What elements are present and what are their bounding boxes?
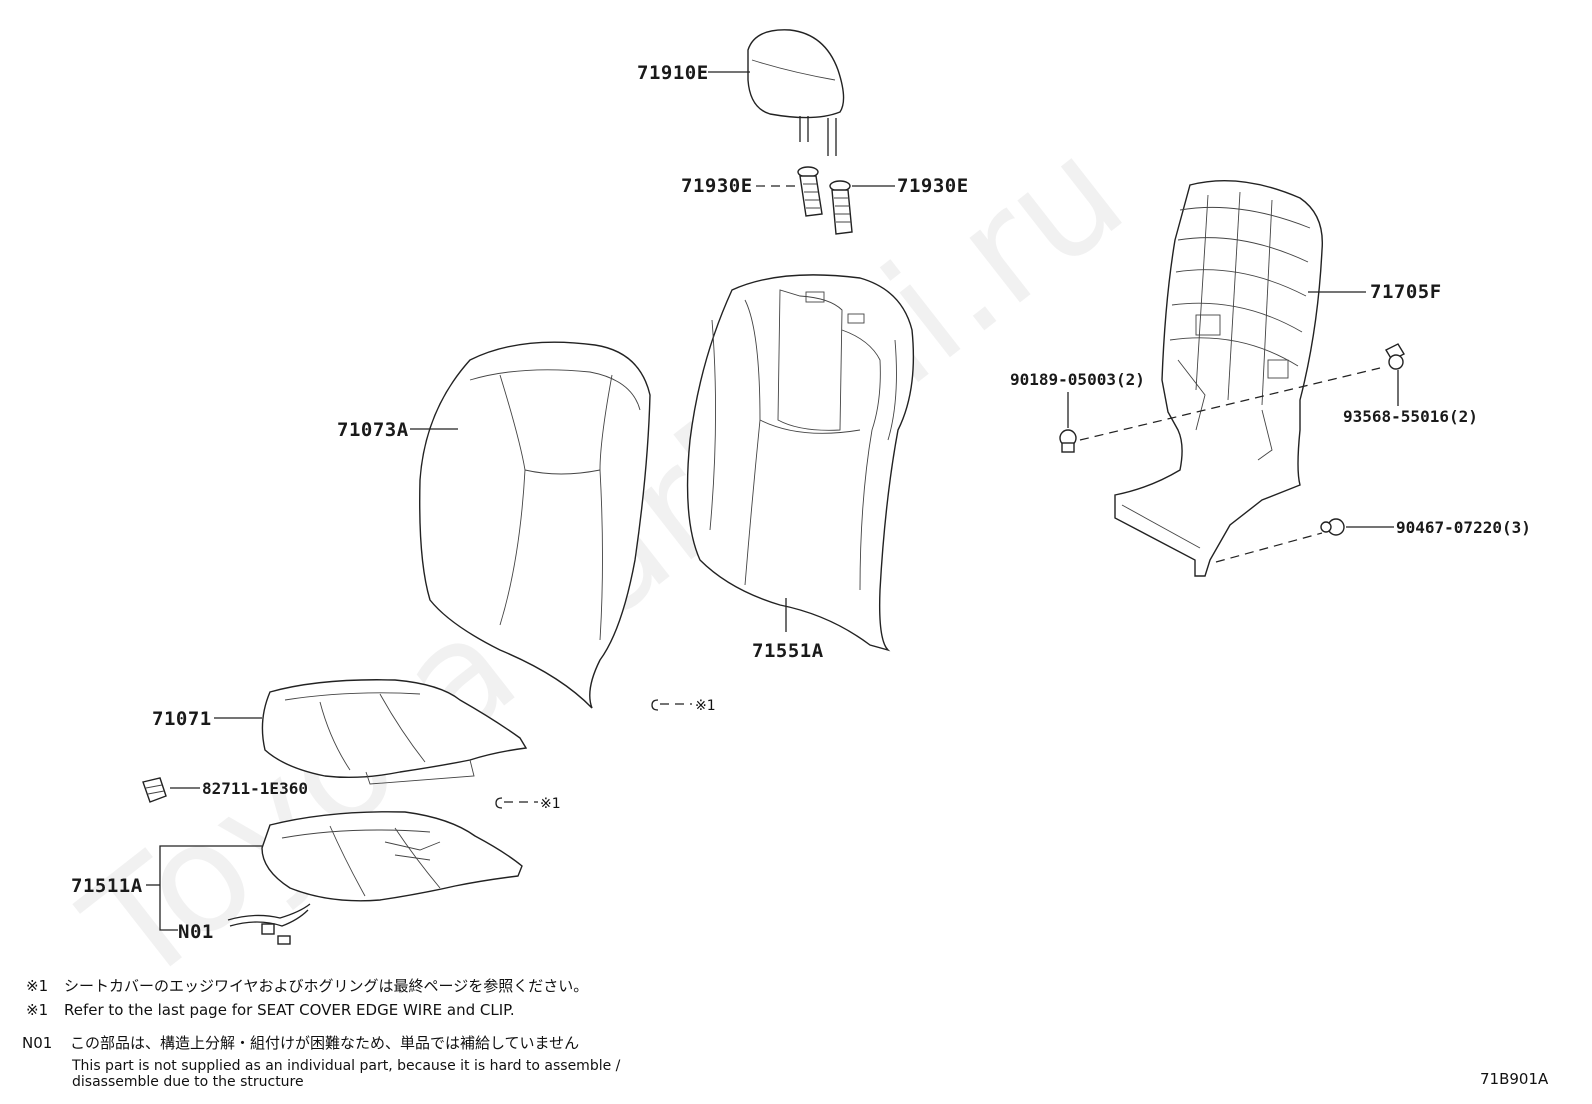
screw-drawing[interactable] [1385, 343, 1405, 370]
note1-jp-mark: ※1 [26, 977, 48, 995]
wire-harness-drawing[interactable] [227, 903, 311, 945]
part-label-cushion-pad[interactable]: 71511A [71, 875, 143, 897]
n01-note-en-line1: This part is not supplied as an individu… [71, 1058, 621, 1074]
part-label-guide-right[interactable]: 71930E [897, 175, 969, 197]
diagram-code: 71B901A [1480, 1070, 1549, 1088]
cushion-pad-drawing[interactable] [261, 811, 523, 902]
part-label-screw[interactable]: 93568-55016(2) [1343, 407, 1478, 426]
clip-lower-drawing[interactable] [1320, 518, 1345, 536]
dashed-clip-upper [1079, 367, 1381, 441]
seatback-board-drawing[interactable] [1114, 180, 1324, 577]
note1-jp-text: シートカバーのエッジワイヤおよびホグリングは最終ページを参照ください。 [64, 977, 588, 995]
bracket-cushion-pad [159, 845, 262, 931]
clip-upper-drawing[interactable] [1059, 429, 1077, 453]
part-label-back-board[interactable]: 71705F [1370, 281, 1442, 303]
part-label-back-pad[interactable]: 71551A [752, 640, 824, 662]
part-label-clip-upper[interactable]: 90189-05003(2) [1010, 370, 1145, 389]
seatback-cover-drawing[interactable] [419, 341, 651, 709]
headrest-drawing[interactable] [747, 29, 845, 156]
part-label-cushion-cover[interactable]: 71071 [152, 708, 212, 730]
headrest-guide-right-drawing[interactable] [829, 180, 853, 235]
hog-ring-upper-icon [651, 699, 659, 711]
n01-note-en-line2: disassemble due to the structure [72, 1074, 304, 1090]
n01-label[interactable]: N01 [178, 921, 214, 943]
cushion-cover-drawing[interactable] [261, 679, 528, 785]
part-label-back-cover[interactable]: 71073A [337, 419, 409, 441]
note1-en-mark: ※1 [26, 1001, 48, 1019]
n01-note-mark: N01 [22, 1034, 52, 1052]
hog-ring-lower-callout: ※1 [540, 796, 561, 812]
seatback-pad-drawing[interactable] [686, 274, 915, 652]
hog-ring-lower-icon [495, 797, 503, 809]
dashed-clip-lower [1215, 532, 1323, 563]
hog-ring-upper-callout: ※1 [695, 698, 716, 714]
note1-en-text: Refer to the last page for SEAT COVER ED… [64, 1001, 515, 1019]
headrest-guide-left-drawing[interactable] [797, 166, 823, 217]
part-label-headrest[interactable]: 71910E [637, 62, 709, 84]
part-label-connector[interactable]: 82711-1E360 [202, 779, 308, 798]
part-label-guide-left[interactable]: 71930E [681, 175, 753, 197]
part-label-clip-lower[interactable]: 90467-07220(3) [1396, 518, 1531, 537]
n01-note-jp: この部品は、構造上分解・組付けが困難なため、単品では補給していません [70, 1034, 579, 1052]
connector-drawing[interactable] [142, 777, 167, 803]
